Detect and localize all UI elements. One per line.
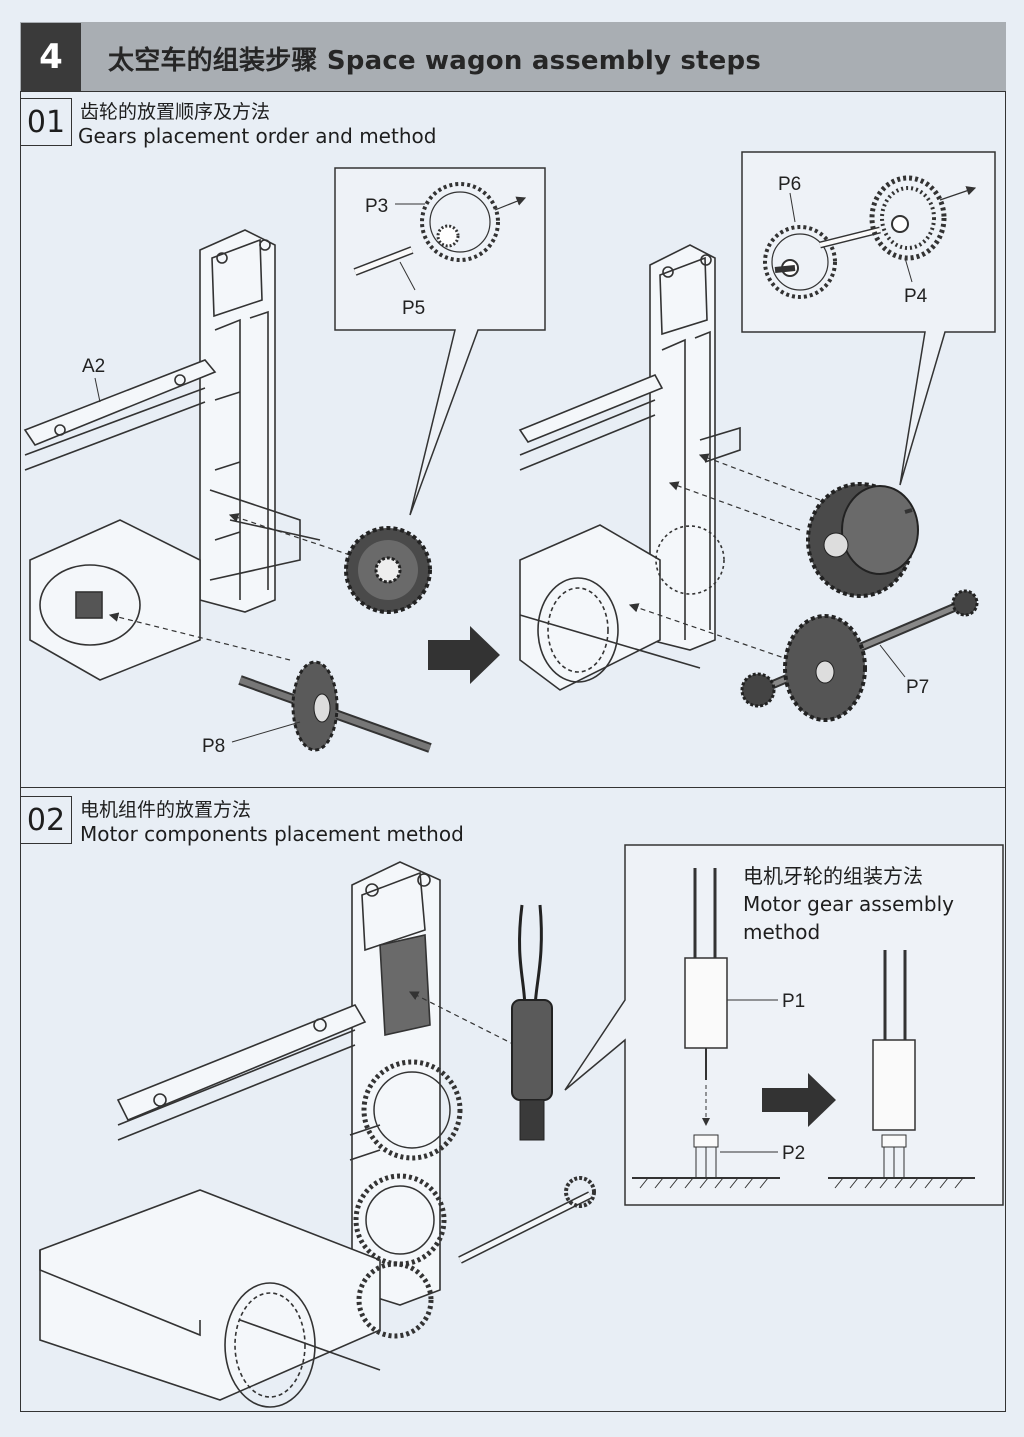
motor-after-icon: [828, 950, 975, 1189]
callout-p3-p5: [334, 167, 546, 516]
step-01-title-en: Gears placement order and method: [78, 124, 437, 148]
step-02-gears: [353, 1059, 596, 1339]
step-02-number: 02: [20, 796, 72, 844]
step-01-frame-right: [518, 244, 741, 691]
label-p1: P1: [782, 991, 805, 1012]
callout-p6-p4: [741, 151, 996, 486]
label-p2: P2: [782, 1143, 805, 1164]
motor-p1-icon: [511, 904, 553, 1141]
callout-title-en-line1: Motor gear assembly: [743, 892, 954, 916]
label-p5: P5: [402, 298, 425, 319]
section-divider: [20, 787, 1006, 788]
chapter-title: 太空车的组装步骤 Space wagon assembly steps: [108, 46, 762, 76]
gear-p8-icon: [238, 660, 432, 753]
label-p3: P3: [365, 196, 388, 217]
step-02-title-en: Motor components placement method: [80, 822, 464, 846]
step-01-right-guide-lines: [628, 453, 821, 661]
motor-before-icon: [632, 868, 780, 1189]
header-bar: [20, 22, 1006, 92]
label-p7: P7: [906, 677, 929, 698]
chapter-number: 4: [21, 23, 81, 91]
motor-arrow-icon: [762, 1073, 836, 1127]
gear-p3-icon: [344, 526, 432, 614]
label-p4: P4: [904, 286, 928, 307]
step-02-title-cn: 电机组件的放置方法: [80, 799, 252, 821]
label-p6: P6: [778, 174, 801, 195]
label-a2: A2: [82, 356, 105, 377]
step-01-number: 01: [20, 98, 72, 146]
gear-p4-p6-icon: [806, 482, 919, 598]
step-01-guide-lines: [108, 513, 351, 661]
callout-title-en-line2: method: [743, 920, 821, 944]
label-p8: P8: [202, 736, 225, 757]
next-step-arrow-icon: [428, 626, 500, 684]
callout-title: 电机牙轮的组装方法 Motor gear assembly method: [743, 862, 954, 946]
step-02-guide-line: [408, 991, 516, 1046]
step-01-frame-left: [23, 229, 321, 681]
gear-p7-icon: [740, 589, 979, 722]
step-01-title-cn: 齿轮的放置顺序及方法: [80, 101, 271, 123]
callout-title-cn: 电机牙轮的组装方法: [743, 864, 923, 888]
step-02-frame: [39, 861, 441, 1408]
